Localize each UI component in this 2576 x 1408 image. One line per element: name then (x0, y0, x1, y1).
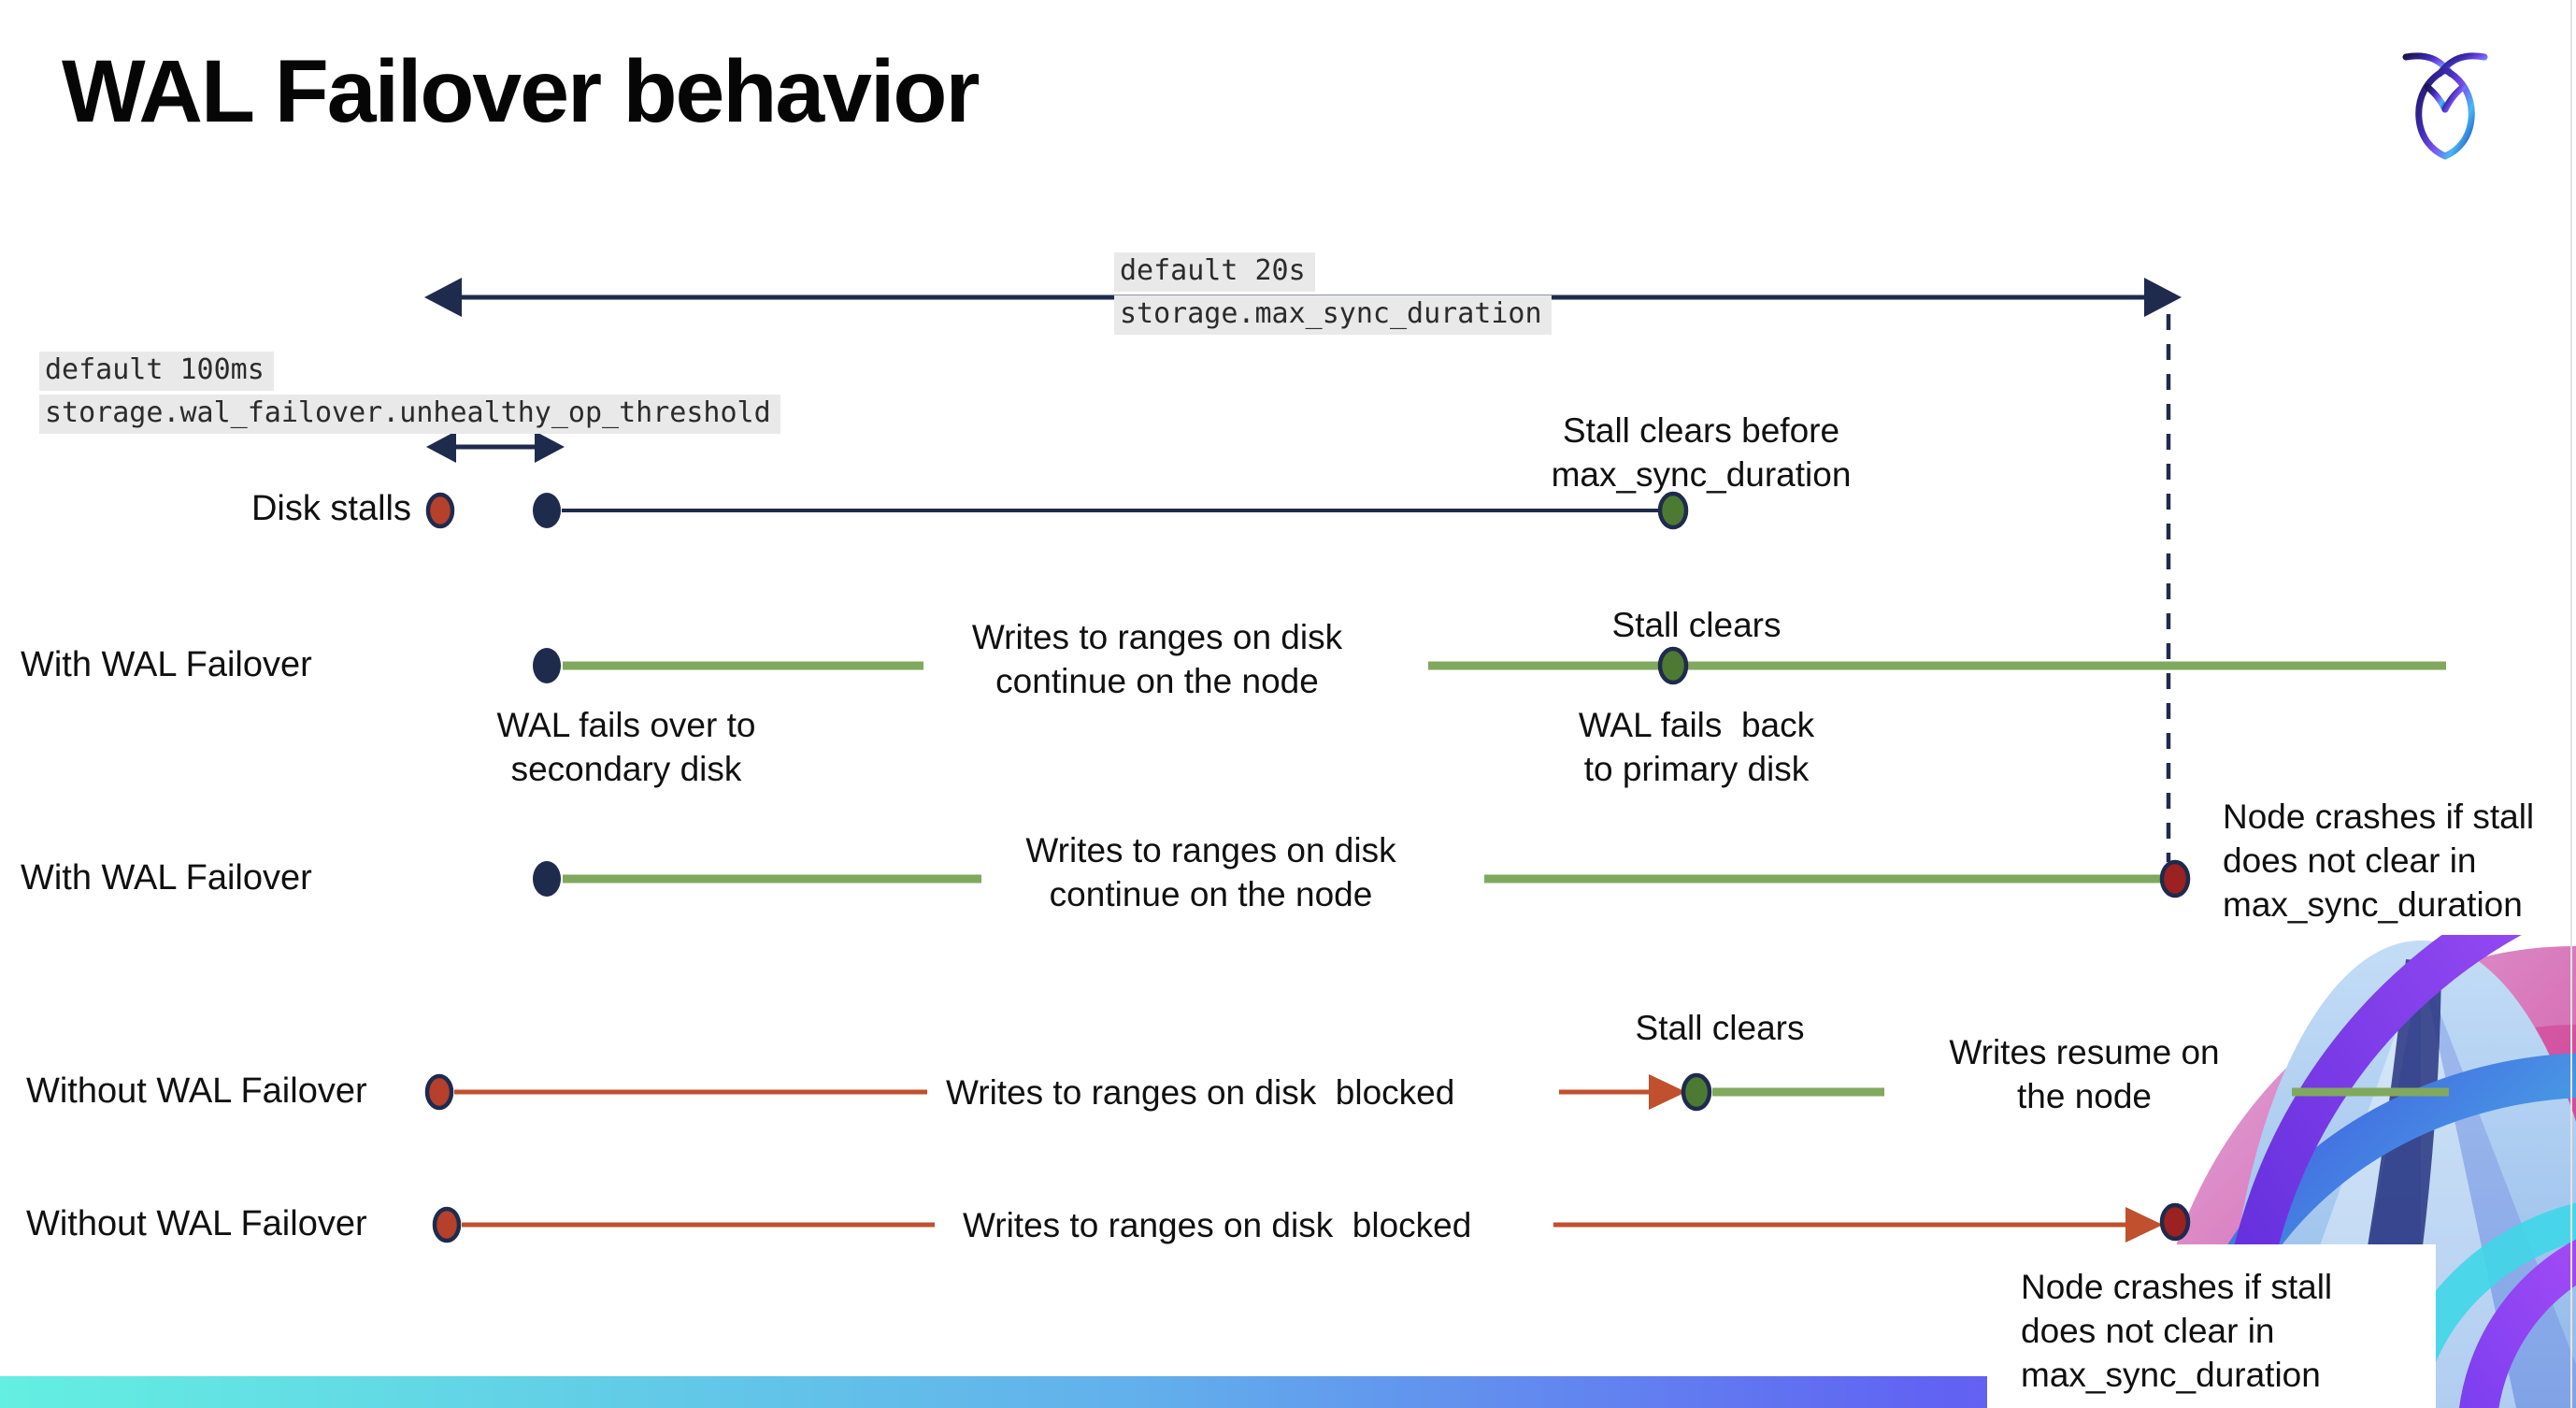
row-label-without-wal-failover-2: Without WAL Failover (26, 1204, 367, 1243)
stall-clears-dot (1657, 491, 1689, 530)
node-crash-dot (2159, 859, 2191, 898)
unhealthy-op-threshold-label: default 100ms storage.wal_failover.unhea… (39, 352, 780, 434)
wal-fails-over-text: WAL fails over to secondary disk (496, 706, 756, 788)
stall-start-dot (425, 492, 455, 529)
config-setting-name: storage.wal_failover.unhealthy_op_thresh… (39, 395, 780, 434)
page-title: WAL Failover behavior (62, 42, 980, 141)
failover-dot (533, 861, 561, 897)
stall-start-dot (432, 1206, 462, 1243)
node-crashes-text-1: Node crashes if stall does not clear in … (2223, 797, 2535, 924)
slide-edge-line (2570, 0, 2572, 1408)
writes-continue-text-1: Writes to ranges on disk continue on the… (971, 618, 1343, 700)
stall-clears-text-4: Stall clears (1635, 1009, 1805, 1047)
stall-clears-dot (1657, 646, 1689, 685)
row-label-with-wal-failover-2: With WAL Failover (21, 858, 312, 898)
failover-dot (533, 648, 561, 683)
config-setting-name: storage.max_sync_duration (1114, 295, 1552, 335)
row-label-with-wal-failover-1: With WAL Failover (21, 645, 312, 684)
stall-start-dot (424, 1073, 454, 1111)
stall-clears-text-2: Stall clears (1611, 606, 1782, 644)
wal-fails-back-text: WAL fails back to primary disk (1578, 706, 1815, 788)
writes-blocked-text-2: Writes to ranges on disk blocked (963, 1206, 1472, 1244)
config-default-value: default 100ms (39, 352, 274, 391)
threshold-dot (533, 493, 561, 528)
stall-clears-before-text: Stall clears before max_sync_duration (1551, 411, 1852, 494)
stall-clears-dot (1681, 1072, 1712, 1112)
arrowhead-right-icon (2144, 278, 2182, 317)
arrowhead-left-icon (426, 431, 456, 463)
max-sync-duration-label: default 20s storage.max_sync_duration (1114, 252, 1552, 335)
writes-continue-text-2: Writes to ranges on disk continue on the… (1025, 831, 1396, 913)
arrowhead-right-icon (1649, 1074, 1686, 1110)
cockroachdb-logo-icon (2402, 52, 2488, 160)
node-crash-callout-box: Node crashes if stall does not clear in … (1987, 1244, 2436, 1408)
row-label-without-wal-failover-1: Without WAL Failover (26, 1071, 367, 1111)
node-crashes-text-2: Node crashes if stall does not clear in … (2021, 1268, 2333, 1394)
config-default-value: default 20s (1114, 252, 1315, 292)
arrowhead-right-icon (535, 431, 565, 463)
row-label-disk-stalls: Disk stalls (250, 489, 411, 528)
writes-blocked-text-1: Writes to ranges on disk blocked (946, 1073, 1455, 1112)
violet-arc (2459, 1239, 2576, 1408)
arrowhead-left-icon (424, 278, 462, 317)
